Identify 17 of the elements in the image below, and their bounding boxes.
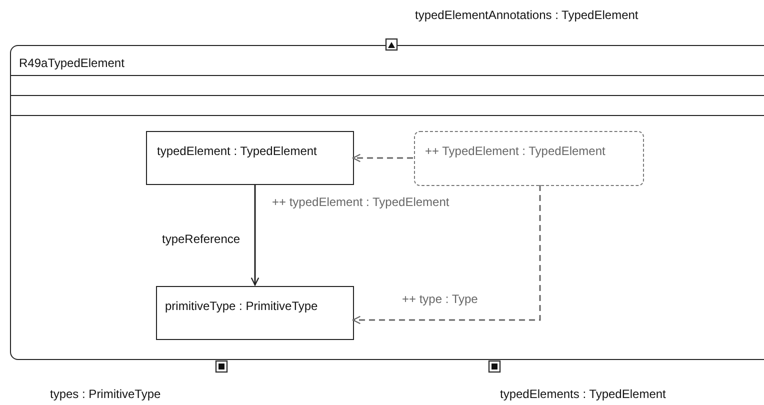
role-label: ++ typedElement : TypedElement — [272, 195, 450, 209]
dashed-object-box — [414, 131, 644, 186]
edge-label: typeReference — [162, 232, 240, 246]
arrow — [250, 184, 260, 286]
role-label: ++ type : Type — [402, 292, 478, 306]
container-box — [10, 45, 764, 360]
object-label: ++ TypedElement : TypedElement — [425, 144, 606, 158]
container-title: R49aTypedElement — [19, 56, 124, 70]
object-label: typedElement : TypedElement — [157, 144, 317, 158]
port-label: typedElements : TypedElement — [500, 387, 666, 401]
dashed-arrow — [352, 185, 541, 324]
object-box — [156, 286, 354, 340]
port-label: types : PrimitiveType — [50, 387, 161, 401]
object-box — [146, 131, 354, 185]
dashed-arrow — [352, 154, 413, 162]
object-label: primitiveType : PrimitiveType — [165, 299, 318, 313]
port-label: typedElementAnnotations : TypedElement — [415, 8, 638, 22]
